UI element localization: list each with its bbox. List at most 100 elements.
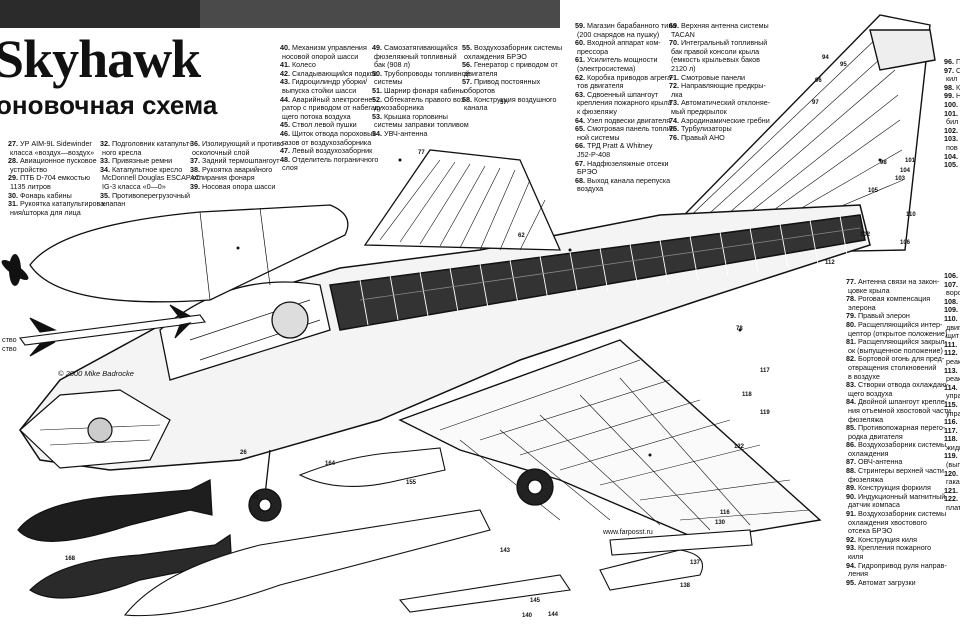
legend-entry: 55.Воздухозаборник системы xyxy=(462,43,562,53)
legend-text: Рукоятка аварийного xyxy=(202,164,273,174)
legend-entry: 32.Подголовник катапульт- xyxy=(100,139,200,149)
legend-entry: 103. xyxy=(944,135,960,144)
legend-number: 61. xyxy=(575,55,585,65)
legend-number: 32. xyxy=(100,139,110,148)
legend-number: 38. xyxy=(190,164,200,174)
bottom-stores xyxy=(123,447,753,617)
callout-number: 103 xyxy=(895,176,906,182)
legend-entry: слоя xyxy=(280,164,383,173)
legend-entry: 100. xyxy=(944,100,960,110)
legend-entry: 117. xyxy=(944,426,960,436)
legend-text: McDonnell Douglas ESCAPAC xyxy=(102,173,201,183)
legend-text: Роговая компенсация xyxy=(858,294,931,304)
legend-text: Привод постоянных xyxy=(474,77,541,87)
legend-entry: 120. xyxy=(944,469,960,479)
legend-number: 47. xyxy=(280,146,290,156)
legend-text: гака xyxy=(946,477,960,487)
legend-number: 99. xyxy=(944,91,954,101)
sidewinder-missile xyxy=(19,304,206,357)
callout-number: 105 xyxy=(868,188,879,194)
legend-text: Трубопроводы топливной xyxy=(384,68,470,78)
legend-entry: элерона xyxy=(846,303,951,313)
legend-entry: 33.Привязные ремни xyxy=(100,156,200,166)
legend-number: 64. xyxy=(575,115,585,125)
legend-text: Узел подвески двигателя xyxy=(587,115,671,125)
legend-text: щего воздуха xyxy=(848,388,893,398)
legend-number: 108. xyxy=(944,296,958,306)
legend-entry: охлаждения хвостового xyxy=(846,517,951,528)
legend-entry: 91.Воздухозаборник системы xyxy=(846,509,951,519)
legend-text: Расщепляющийся закрыл- xyxy=(858,337,947,347)
legend-entry: двигателя xyxy=(462,69,562,79)
legend-number: 62. xyxy=(575,72,585,82)
legend-entry: выпуска стойки шасси xyxy=(280,86,383,96)
legend-entry: 101. xyxy=(944,109,960,119)
legend-text: прессора xyxy=(577,46,609,56)
legend-entry: отпирания фонаря xyxy=(190,174,286,183)
legend-text: Надфюзеляжные отсеки xyxy=(587,158,669,168)
legend-entry: 38.Рукоятка аварийного xyxy=(190,164,286,175)
legend-text: киля xyxy=(848,552,864,561)
legend-entry: родка двигателя xyxy=(846,432,951,442)
callout-number: 62 xyxy=(518,233,525,239)
legend-number: 80. xyxy=(846,319,856,329)
legend-number: 112. xyxy=(944,348,958,358)
legend-text: упра xyxy=(946,408,960,418)
legend-text: фюзеляжа xyxy=(848,414,884,424)
legend-number: 78. xyxy=(846,294,856,304)
callout-number: 78 xyxy=(736,326,743,332)
legend-entry: 86.Воздухозаборник системы xyxy=(846,440,951,450)
legend-text: оборотов xyxy=(464,85,495,95)
legend-text: щит xyxy=(946,331,960,341)
legend-text: БРЭО xyxy=(577,167,598,177)
legend-entry: 71.Смотровые панели xyxy=(669,73,770,83)
page-title: Skyhawk xyxy=(0,29,201,89)
legend-entry: 50.Трубопроводы топливной xyxy=(372,68,470,79)
legend-entry: киля xyxy=(846,552,951,562)
legend-number: 76. xyxy=(669,132,679,142)
legend-text: Стрингеры верхней части xyxy=(858,466,944,476)
legend-text: воро xyxy=(946,288,960,298)
callout-number: 155 xyxy=(406,480,417,486)
legend-text: Правый элерон xyxy=(858,311,910,321)
callout-number: 104 xyxy=(900,168,911,174)
legend-entry: 56.Генератор с приводом от xyxy=(462,60,562,70)
legend-entry: крепления пожарного крыла xyxy=(575,99,677,108)
legend-entry: 37.Задний термошпангоут xyxy=(190,156,286,166)
legend-number: 72. xyxy=(669,81,679,91)
legend-number: 33. xyxy=(100,156,110,166)
legend-entry: 59.Магазин барабанного типа xyxy=(575,21,677,31)
legend-number: 86. xyxy=(846,440,856,450)
legend-text: Коробка приводов агрега- xyxy=(587,72,674,82)
legend-entry: 112. xyxy=(944,349,960,358)
legend-text: охлаждения хвостового xyxy=(848,517,927,527)
legend-number: 121. xyxy=(944,485,958,495)
legend-text: Колесо xyxy=(292,60,316,70)
legend-column-7: 59.Магазин барабанного типа(200 снарядов… xyxy=(575,21,677,194)
legend-text: фюзеляжный топливный xyxy=(374,51,457,61)
legend-entry: (вып xyxy=(944,460,960,470)
legend-entry: 65.Смотровая панель топлив- xyxy=(575,124,677,134)
legend-number: 34. xyxy=(100,164,110,174)
legend-entry: в воздухе xyxy=(846,372,951,382)
legend-number: 81. xyxy=(846,337,856,347)
legend-number: 46. xyxy=(280,128,290,138)
legend-entry: фюзеляжа xyxy=(846,475,951,485)
legend-text: Задний термошпангоут xyxy=(202,156,280,166)
legend-text: системы заправки топливом xyxy=(374,120,469,130)
legend-number: 53. xyxy=(372,111,382,121)
legend-entry: ния/шторка для лица xyxy=(8,208,107,218)
legend-number: 29. xyxy=(8,173,18,183)
legend-text: Шарнир фонаря кабины xyxy=(384,85,465,95)
legend-text: плат xyxy=(946,503,960,513)
legend-number: 88. xyxy=(846,466,856,476)
legend-text: Рукоятка катапультирова- xyxy=(20,199,107,209)
legend-entry: упра xyxy=(944,392,960,401)
legend-text: двиг xyxy=(946,322,960,332)
legend-entry: фюзеляжный топливный xyxy=(372,51,470,62)
legend-entry: воздуха xyxy=(575,184,677,194)
legend-entry: 45.Ствол левой пушки xyxy=(280,121,383,130)
legend-text: ного кресла xyxy=(102,147,142,157)
legend-entry: 94.Гидропривод руля направ- xyxy=(846,561,951,571)
